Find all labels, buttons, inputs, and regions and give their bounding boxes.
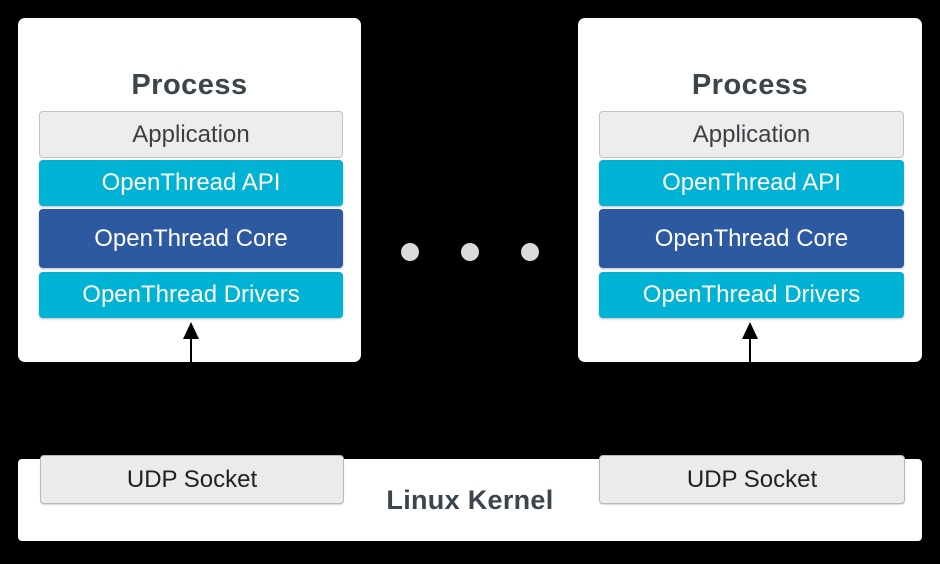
layer-openthread-drivers: OpenThread Drivers (599, 272, 904, 318)
layer-application: Application (599, 111, 904, 158)
process-title: Process (691, 69, 809, 101)
kernel-to-drivers-arrow-left (183, 322, 199, 362)
process-panel-left: Process Application OpenThread API OpenT… (18, 18, 361, 362)
linux-kernel-label: Linux Kernel (386, 484, 554, 515)
layer-openthread-core: OpenThread Core (599, 209, 904, 268)
layer-openthread-api: OpenThread API (39, 160, 343, 206)
process-panel-right: Process Application OpenThread API OpenT… (578, 18, 922, 362)
udp-socket-left: UDP Socket (40, 455, 344, 504)
layer-openthread-api: OpenThread API (599, 160, 904, 206)
kernel-to-drivers-arrow-right (742, 322, 758, 362)
ellipsis-dot (401, 243, 419, 261)
layer-openthread-core: OpenThread Core (39, 209, 343, 268)
layer-openthread-drivers: OpenThread Drivers (39, 272, 343, 318)
udp-socket-right: UDP Socket (599, 455, 905, 504)
layer-application: Application (39, 111, 343, 158)
ellipsis-dot (461, 243, 479, 261)
process-title: Process (131, 69, 248, 101)
ellipsis-dots (401, 243, 539, 261)
ellipsis-dot (521, 243, 539, 261)
